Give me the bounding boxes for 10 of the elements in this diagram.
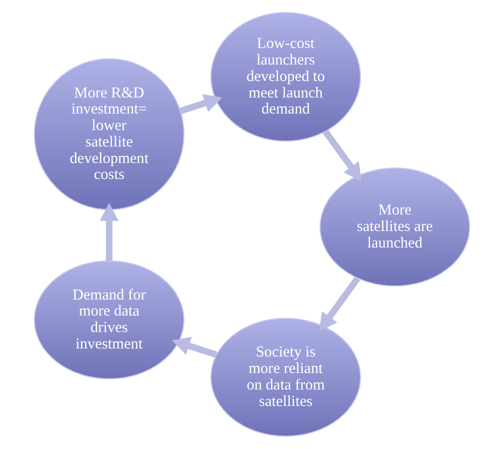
arrow: [322, 130, 362, 182]
arrow: [172, 336, 218, 358]
node-ellipse: Low-cost launchers developed to meet launch demand: [210, 12, 362, 142]
arrow: [319, 276, 360, 332]
node-ellipse: More satellites are launched: [320, 168, 470, 287]
node-ellipse: Society is more reliant on data from satellites: [210, 318, 362, 437]
node-ellipse: Demand for more data drives investment: [34, 260, 184, 380]
arrow: [179, 94, 222, 114]
node-circle: More R&D investment= lower satellite development costs: [34, 58, 184, 210]
arrow: [100, 202, 119, 261]
